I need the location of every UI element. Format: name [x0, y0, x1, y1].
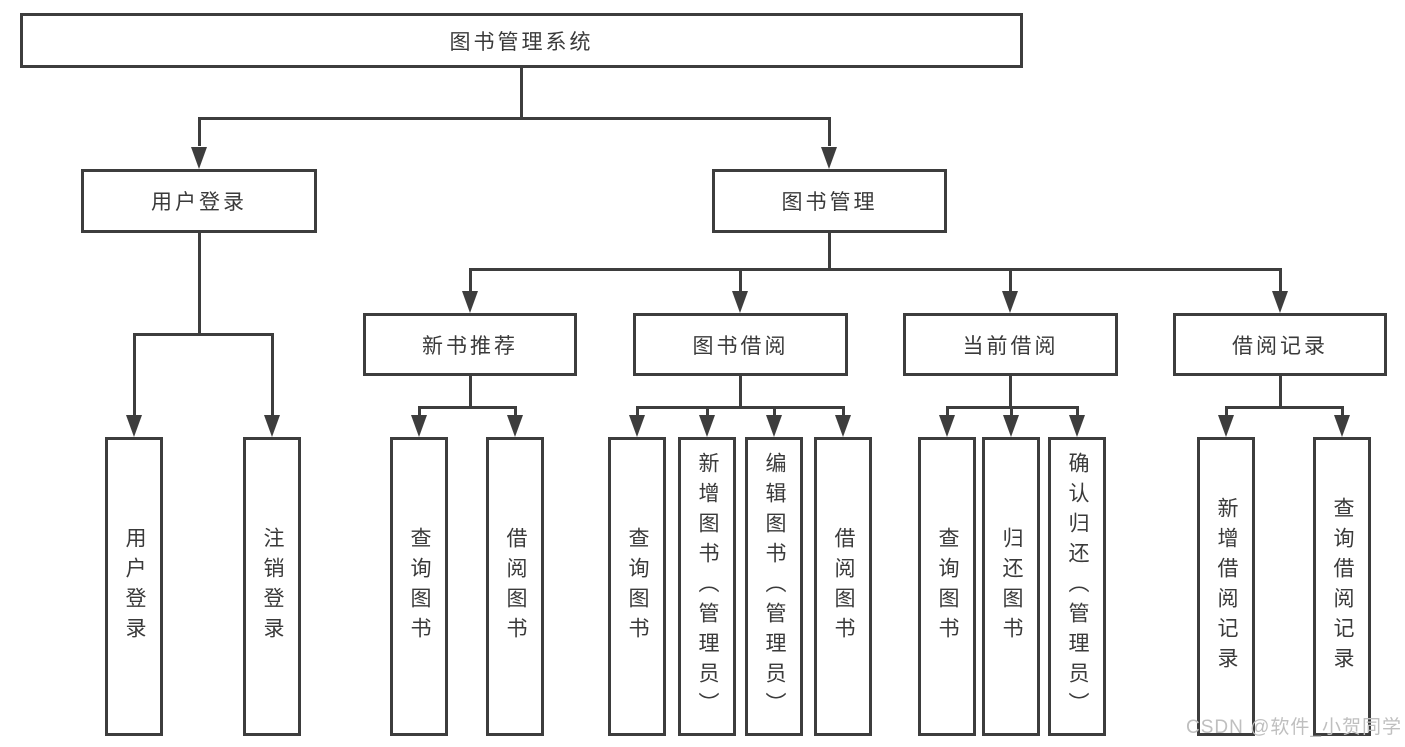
connector-vertical-line — [1224, 407, 1228, 415]
arrow-down-icon — [939, 415, 955, 437]
connector-vertical-line — [738, 269, 742, 291]
connector-vertical-line — [1008, 376, 1012, 407]
leaf-recommend-query-books: 查询图书 — [390, 437, 448, 736]
arrow-down-icon — [629, 415, 645, 437]
connector-vertical-line — [827, 233, 831, 269]
connector-vertical-line — [468, 269, 472, 291]
leaf-recommend-borrow-books: 借阅图书 — [486, 437, 544, 736]
node-book-borrowing: 图书借阅 — [633, 313, 848, 376]
arrow-down-icon — [1272, 291, 1288, 313]
connector-vertical-line — [1278, 376, 1282, 407]
leaf-borrowing-borrow-books: 借阅图书 — [814, 437, 872, 736]
connector-vertical-line — [1340, 407, 1344, 415]
connector-vertical-line — [827, 118, 831, 146]
arrow-down-icon — [1003, 415, 1019, 437]
connector-vertical-line — [197, 233, 201, 334]
connector-vertical-line — [417, 407, 421, 415]
csdn-watermark: CSDN @软件_小贺同学 — [1186, 717, 1402, 738]
arrow-down-icon — [507, 415, 523, 437]
leaf-borrowing-add-books-admin: 新增图书（管理员） — [678, 437, 736, 736]
arrow-down-icon — [1334, 415, 1350, 437]
leaf-current-query-books: 查询图书 — [918, 437, 976, 736]
connector-vertical-line — [1278, 269, 1282, 291]
leaf-records-add-record: 新增借阅记录 — [1197, 437, 1255, 736]
node-book-management: 图书管理 — [712, 169, 947, 233]
leaf-user-login: 用户登录 — [105, 437, 163, 736]
connector-horizontal-line — [468, 267, 1282, 271]
arrow-down-icon — [835, 415, 851, 437]
connector-vertical-line — [738, 376, 742, 407]
connector-horizontal-line — [417, 405, 517, 409]
connector-vertical-line — [772, 407, 776, 415]
arrow-down-icon — [821, 147, 837, 169]
leaf-borrowing-edit-books-admin: 编辑图书（管理员） — [745, 437, 803, 736]
connector-vertical-line — [519, 68, 523, 118]
connector-vertical-line — [1009, 407, 1013, 415]
connector-vertical-line — [945, 407, 949, 415]
arrow-down-icon — [264, 415, 280, 437]
connector-vertical-line — [841, 407, 845, 415]
arrow-down-icon — [126, 415, 142, 437]
connector-vertical-line — [468, 376, 472, 407]
connector-vertical-line — [197, 118, 201, 146]
arrow-down-icon — [1218, 415, 1234, 437]
leaf-logout: 注销登录 — [243, 437, 301, 736]
leaf-current-return-books: 归还图书 — [982, 437, 1040, 736]
arrow-down-icon — [462, 291, 478, 313]
connector-vertical-line — [132, 334, 136, 415]
leaf-borrowing-query-books: 查询图书 — [608, 437, 666, 736]
connector-vertical-line — [635, 407, 639, 415]
connector-horizontal-line — [197, 116, 831, 120]
node-current-borrowing: 当前借阅 — [903, 313, 1118, 376]
arrow-down-icon — [699, 415, 715, 437]
arrow-down-icon — [411, 415, 427, 437]
connector-horizontal-line — [132, 332, 274, 336]
arrow-down-icon — [1069, 415, 1085, 437]
leaf-records-query-record: 查询借阅记录 — [1313, 437, 1371, 736]
node-borrowing-records: 借阅记录 — [1173, 313, 1387, 376]
arrow-down-icon — [1002, 291, 1018, 313]
node-root: 图书管理系统 — [20, 13, 1023, 68]
connector-horizontal-line — [635, 405, 845, 409]
connector-vertical-line — [513, 407, 517, 415]
arrow-down-icon — [732, 291, 748, 313]
connector-vertical-line — [705, 407, 709, 415]
arrow-down-icon — [191, 147, 207, 169]
connector-horizontal-line — [1224, 405, 1344, 409]
arrow-down-icon — [766, 415, 782, 437]
connector-vertical-line — [1008, 269, 1012, 291]
node-user-login: 用户登录 — [81, 169, 317, 233]
connector-vertical-line — [270, 334, 274, 415]
leaf-current-confirm-return-admin: 确认归还（管理员） — [1048, 437, 1106, 736]
node-new-book-recommendation: 新书推荐 — [363, 313, 577, 376]
connector-vertical-line — [1075, 407, 1079, 415]
